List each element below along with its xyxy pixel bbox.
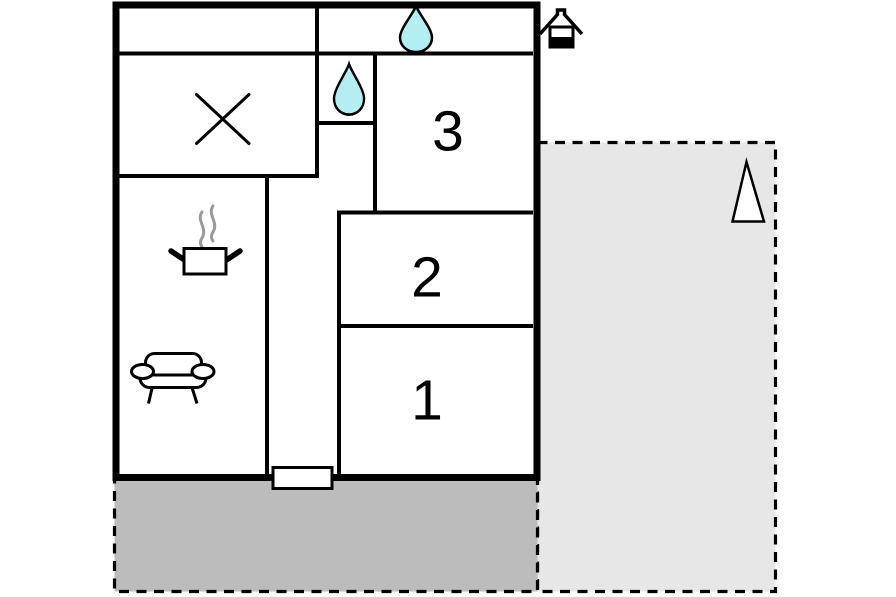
steam-icon [209, 204, 217, 243]
entrance-door [271, 466, 334, 490]
room-label-2: 2 [411, 246, 443, 310]
building-outline [112, 1, 541, 481]
well-body-fill [548, 37, 575, 49]
sofa-armrest-right [190, 363, 216, 380]
sofa-armrest-left [130, 363, 155, 380]
cooking-pot-icon [168, 204, 243, 276]
sofa-icon [130, 352, 216, 404]
north-arrow-icon [730, 157, 766, 223]
well-roof [538, 8, 584, 36]
steam-icon [198, 210, 206, 249]
interior-walls [119, 7, 533, 476]
terrace-area-bottom [112, 476, 540, 594]
room-label-3: 3 [432, 100, 464, 164]
room-label-1: 1 [411, 369, 443, 433]
x-mark-icon [195, 93, 251, 145]
well-icon [538, 8, 584, 49]
water-drop-icon [332, 60, 366, 116]
water-drop-icon [398, 2, 434, 54]
pot-body [182, 247, 228, 276]
